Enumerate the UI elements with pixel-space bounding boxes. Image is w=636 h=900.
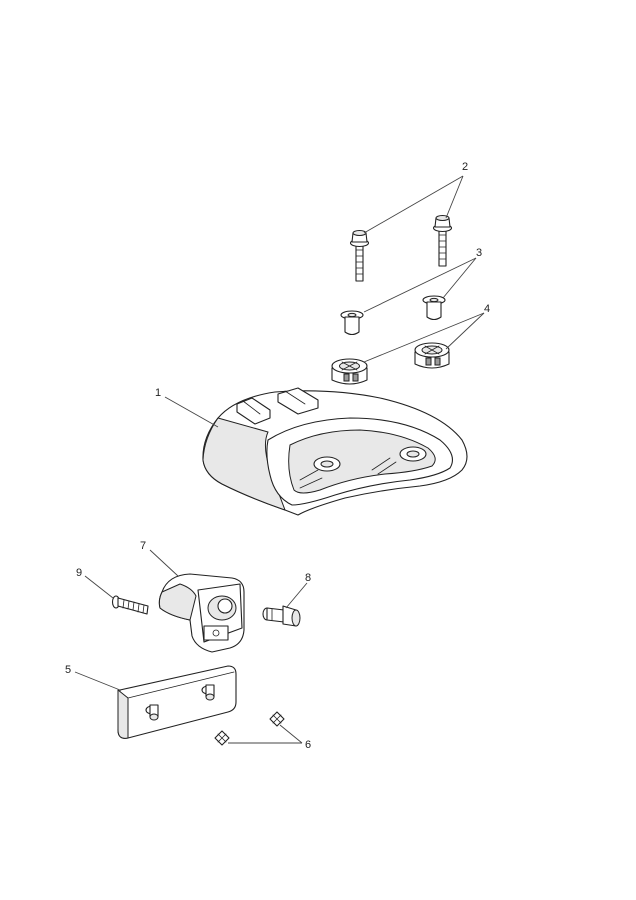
callout-9[interactable]: 9 <box>76 567 82 579</box>
callout-labels: 1 2 3 4 5 6 7 8 9 <box>65 161 490 751</box>
rubber-grommet-icon[interactable] <box>331 342 450 385</box>
licence-plate-light-housing-icon[interactable] <box>158 573 245 653</box>
flanged-bolt-icon[interactable] <box>349 215 453 282</box>
rear-light-housing-icon[interactable] <box>202 387 468 516</box>
leader-lines <box>74 175 485 744</box>
callout-4[interactable]: 4 <box>484 303 490 315</box>
callout-2[interactable]: 2 <box>462 161 468 173</box>
spacer-sleeve-icon[interactable] <box>340 295 446 336</box>
callout-3[interactable]: 3 <box>476 247 482 259</box>
push-nut-icon[interactable] <box>214 711 285 746</box>
callout-6[interactable]: 6 <box>305 739 311 751</box>
screw-icon[interactable] <box>111 595 149 615</box>
bulb-holder-icon[interactable] <box>262 605 301 627</box>
callout-1[interactable]: 1 <box>155 387 161 399</box>
callout-8[interactable]: 8 <box>305 572 311 584</box>
callout-7[interactable]: 7 <box>140 540 146 552</box>
callout-5[interactable]: 5 <box>65 664 71 676</box>
licence-plate-light-lens-icon[interactable] <box>117 665 237 739</box>
